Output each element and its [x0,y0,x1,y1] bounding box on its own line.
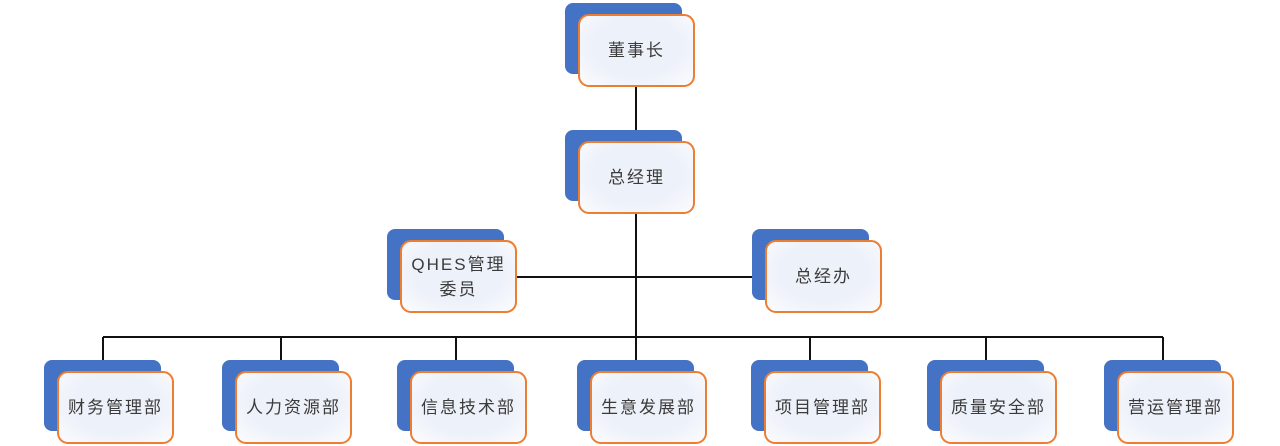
node-box: 质量安全部 [940,371,1057,444]
org-node-gm-office: 总经办 [752,229,882,313]
node-box: 董事长 [578,14,695,87]
org-node-project-mgmt-dept: 项目管理部 [751,360,881,444]
node-label: 财务管理部 [68,398,163,417]
node-label: 质量安全部 [951,398,1046,417]
org-node-business-dev-dept: 生意发展部 [577,360,707,444]
org-node-it-dept: 信息技术部 [397,360,527,444]
org-node-operations-dept: 营运管理部 [1104,360,1234,444]
node-label: 董事长 [608,41,665,60]
node-box: 财务管理部 [57,371,174,444]
org-node-finance-dept: 财务管理部 [44,360,174,444]
node-label: 总经办 [795,267,852,286]
node-label: QHES管理 委员 [411,254,506,299]
node-box: 总经理 [578,141,695,214]
node-box: 营运管理部 [1117,371,1234,444]
node-box: 生意发展部 [590,371,707,444]
org-node-quality-safety-dept: 质量安全部 [927,360,1057,444]
node-box: 项目管理部 [764,371,881,444]
node-label: 项目管理部 [775,398,870,417]
node-box: 总经办 [765,240,882,313]
node-label: 生意发展部 [601,398,696,417]
node-box: 人力资源部 [235,371,352,444]
org-node-qhes-committee: QHES管理 委员 [387,229,517,313]
node-label: 营运管理部 [1128,398,1223,417]
node-box: 信息技术部 [410,371,527,444]
node-label: 总经理 [608,168,665,187]
org-node-general-manager: 总经理 [565,130,695,214]
node-label: 信息技术部 [421,398,516,417]
node-label: 人力资源部 [246,398,341,417]
org-node-chairman: 董事长 [565,3,695,87]
org-node-hr-dept: 人力资源部 [222,360,352,444]
node-box: QHES管理 委员 [400,240,517,313]
